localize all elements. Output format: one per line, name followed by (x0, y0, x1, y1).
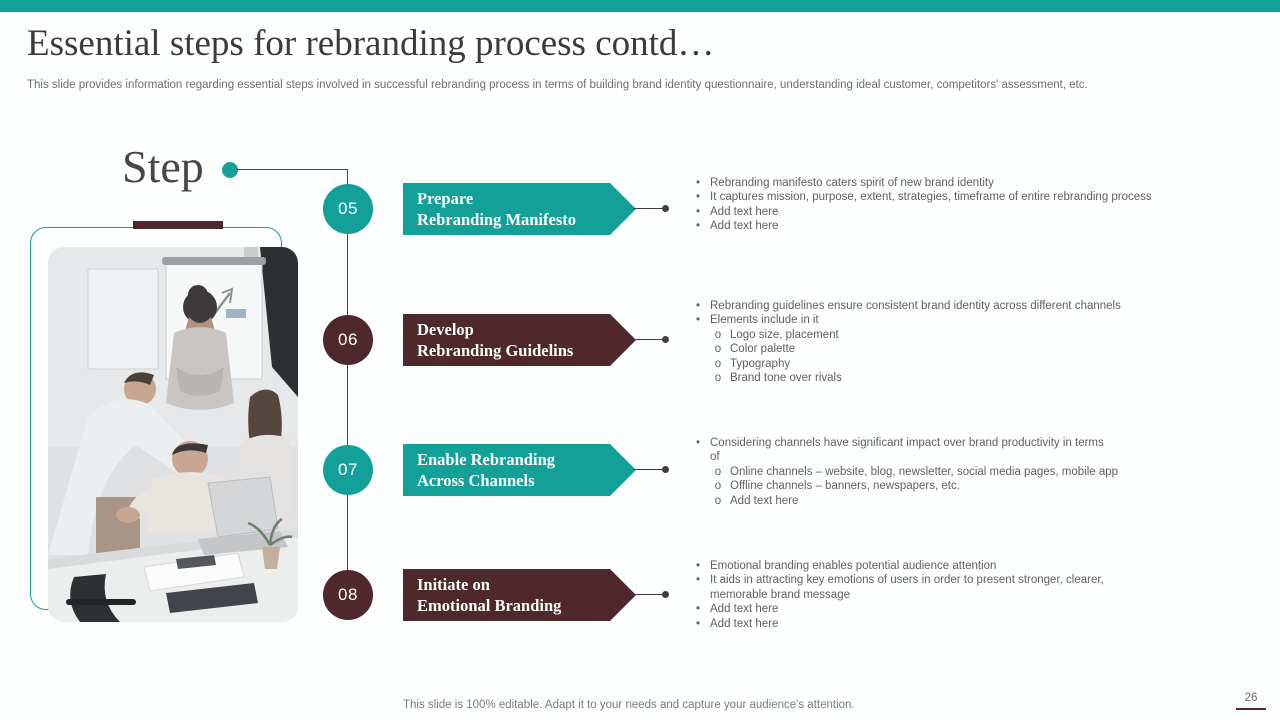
list-item: •Add text here (686, 617, 1156, 631)
step-dot-icon (222, 162, 238, 178)
list-item: •It captures mission, purpose, extent, s… (686, 190, 1156, 204)
bullet-icon: • (695, 220, 701, 233)
page-title: Essential steps for rebranding process c… (27, 23, 715, 64)
arrow-connector-line (633, 208, 663, 210)
bullet-icon: • (695, 191, 701, 204)
page-number: 26 (1244, 692, 1258, 704)
step-bullets-08: •Emotional branding enables potential au… (686, 559, 1156, 631)
list-item: •Elements include in it (686, 313, 1156, 327)
sub-bullet-icon: o (714, 343, 722, 356)
bullet-icon: • (695, 603, 701, 616)
list-item: •Emotional branding enables potential au… (686, 559, 1156, 573)
list-item: •Add text here (686, 602, 1156, 616)
step-number-badge-06: 06 (323, 315, 373, 365)
sub-bullet-icon: o (714, 372, 722, 385)
step-heading: Step (122, 141, 204, 192)
step-title-line: Across Channels (417, 471, 535, 490)
page-number-underline (1236, 708, 1266, 710)
team-meeting-photo (48, 247, 298, 622)
top-accent-bar (0, 0, 1280, 12)
arrow-connector-dot (662, 205, 669, 212)
step-arrow-08: Initiate on Emotional Branding (403, 569, 636, 621)
step-title-line: Develop (417, 320, 474, 339)
list-item: •Considering channels have significant i… (686, 436, 1156, 465)
step-arrow-06: Develop Rebranding Guidelins (403, 314, 636, 366)
step-title-line: Rebranding Guidelins (417, 341, 574, 360)
sub-bullet-icon: o (714, 357, 722, 370)
slide-subtitle: This slide provides information regardin… (27, 79, 1088, 91)
editable-note: This slide is 100% editable. Adapt it to… (403, 699, 855, 711)
bullet-icon: • (695, 574, 701, 587)
bullet-icon: • (695, 205, 701, 218)
arrow-connector-line (633, 339, 663, 341)
step-bullets-06: •Rebranding guidelines ensure consistent… (686, 299, 1156, 385)
step-title-line: Prepare (417, 189, 474, 208)
bullet-icon: • (695, 560, 701, 572)
step-title-line: Emotional Branding (417, 596, 562, 615)
arrow-connector-dot (662, 591, 669, 598)
step-arrow-07: Enable Rebranding Across Channels (403, 444, 636, 496)
arrow-connector-dot (662, 336, 669, 343)
step-title-line: Initiate on (417, 575, 490, 594)
arrow-connector-line (633, 594, 663, 596)
step-title-line: Rebranding Manifesto (417, 210, 577, 229)
arrow-connector-dot (662, 466, 669, 473)
list-item: •Add text here (686, 219, 1156, 233)
step-bullets-05: •Rebranding manifesto caters spirit of n… (686, 176, 1156, 234)
step-bullets-07: •Considering channels have significant i… (686, 436, 1156, 508)
sub-bullet-icon: o (714, 494, 722, 507)
arrow-connector-line (633, 469, 663, 471)
bullet-icon: • (695, 617, 701, 630)
list-item: •Rebranding guidelines ensure consistent… (686, 299, 1156, 313)
bullet-icon: • (695, 437, 701, 449)
bullet-icon: • (695, 314, 701, 327)
step-number-badge-08: 08 (323, 570, 373, 620)
bullet-icon: • (695, 300, 701, 312)
list-item: •It aids in attracting key emotions of u… (686, 573, 1156, 602)
timeline-spine-line (347, 170, 349, 595)
photo-accent-bar (133, 221, 223, 229)
list-item: •Rebranding manifesto caters spirit of n… (686, 176, 1156, 190)
step-number-badge-05: 05 (323, 184, 373, 234)
bullet-icon: • (695, 177, 701, 189)
list-item: •Add text here (686, 205, 1156, 219)
sub-bullet-icon: o (714, 328, 722, 341)
step-arrow-05: Prepare Rebranding Manifesto (403, 183, 636, 235)
step-title-line: Enable Rebranding (417, 450, 555, 469)
sub-bullet-icon: o (714, 465, 722, 478)
sub-bullet-icon: o (714, 480, 722, 493)
connector-elbow-line (237, 169, 348, 171)
step-number-badge-07: 07 (323, 445, 373, 495)
